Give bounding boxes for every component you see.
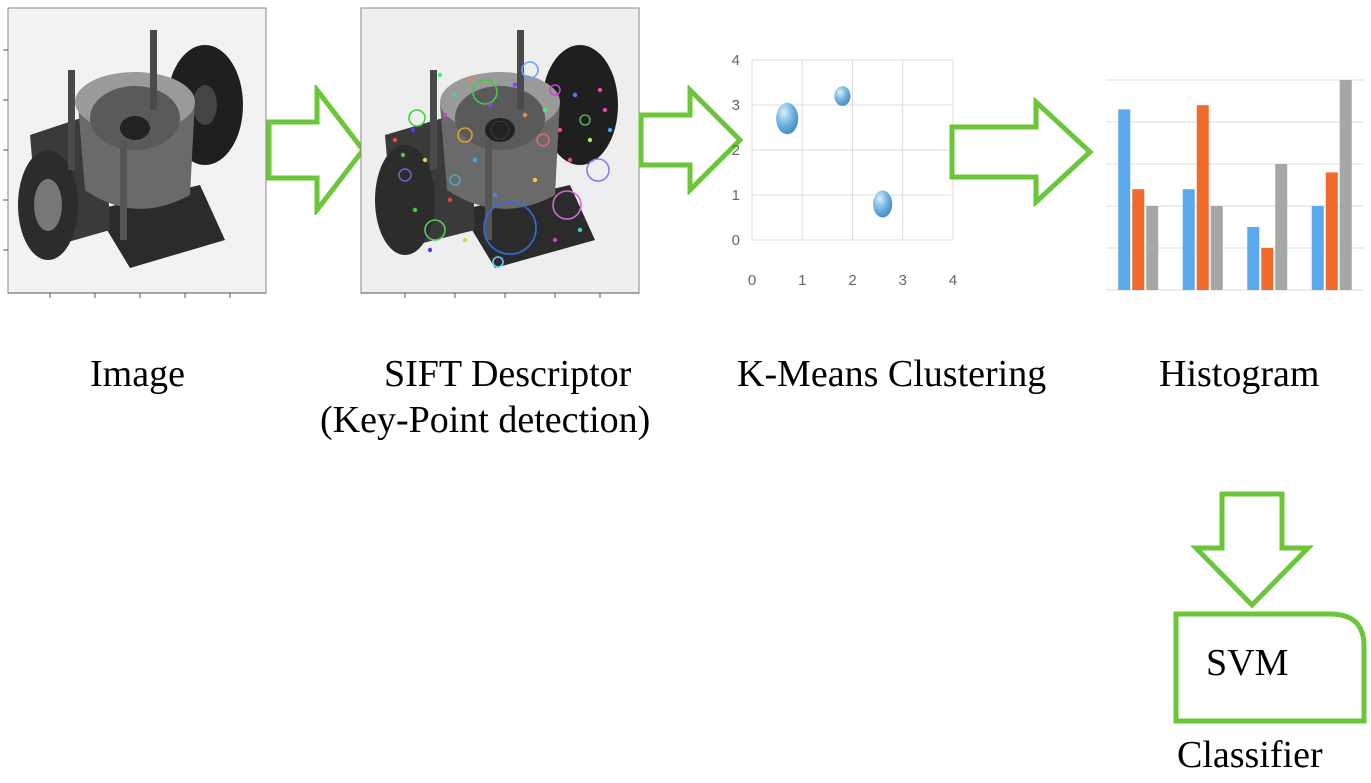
x-tick-label: 3 [899,272,907,289]
histogram-bar-chart [1106,79,1364,291]
y-tick-label: 2 [732,142,740,159]
cluster-point [873,190,893,218]
arrow-right-icon [949,97,1094,207]
caption-histogram: Histogram [1159,353,1320,395]
histogram-bar [1210,206,1223,290]
y-tick-label: 1 [732,187,740,204]
cluster-point [776,102,799,135]
y-tick-label: 0 [732,232,740,249]
caption-kmeans: K-Means Clustering [737,353,1047,395]
y-tick-label: 3 [732,97,740,114]
histogram-bar [1196,105,1209,290]
histogram-bar [1275,164,1288,290]
histogram-bar [1132,189,1145,290]
kmeans-scatter-chart: 0 1 2 3 4 0 1 2 3 4 [732,52,958,289]
histogram-bar [1118,109,1131,291]
x-tick-label: 0 [748,272,756,289]
histogram-bar [1261,248,1274,290]
input-image [3,7,267,298]
caption-sift-subtitle: (Key-Point detection) [320,399,651,441]
histogram-bar [1339,80,1352,290]
caption-sift: SIFT Descriptor [384,353,632,395]
arrow-right-icon [266,85,367,215]
cluster-point [834,86,851,106]
x-tick-label: 4 [949,272,957,289]
x-tick-label: 2 [848,272,856,289]
x-tick-label: 1 [798,272,806,289]
histogram-bar [1182,189,1195,290]
svm-label: SVM [1206,642,1289,684]
y-tick-label: 4 [732,52,740,69]
histogram-bar [1146,206,1159,290]
caption-classifier: Classifier [1177,734,1323,776]
histogram-bar [1311,206,1324,290]
arrow-down-icon [1190,491,1314,609]
caption-image: Image [90,353,185,395]
histogram-bar [1247,227,1260,290]
svm-box [1173,611,1367,724]
histogram-bar [1325,172,1338,290]
sift-keypoint-image [360,7,640,298]
arrow-right-icon [638,85,744,195]
